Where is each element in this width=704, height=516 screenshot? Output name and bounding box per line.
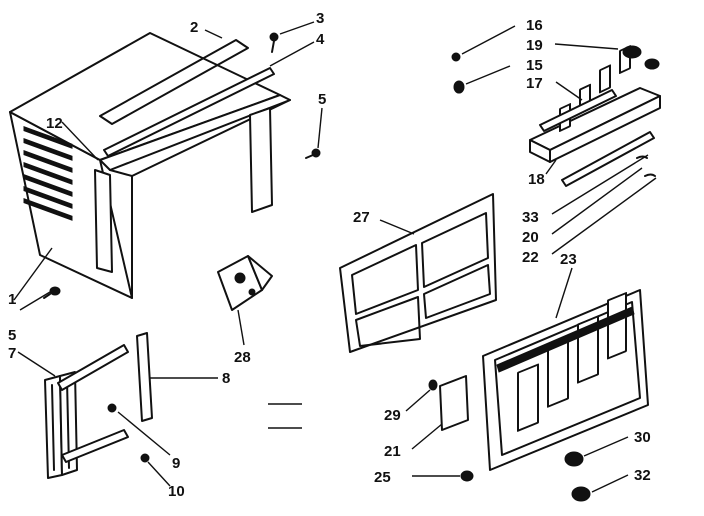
cabinet-part (9, 32, 291, 299)
callout-4: 4 (316, 31, 325, 48)
callout-25: 25 (374, 469, 391, 486)
nut-part (453, 80, 465, 94)
screw-part (428, 379, 438, 391)
callout-17: 17 (526, 75, 543, 92)
control-knob-part (564, 451, 584, 467)
screw-part (269, 32, 279, 53)
screw-part (107, 403, 117, 413)
callout-3: 3 (316, 10, 324, 27)
screw-part (305, 148, 321, 159)
callout-9: 9 (172, 455, 180, 472)
side-curtain-part (44, 344, 129, 479)
control-knob-part (571, 486, 591, 502)
callout-10: 10 (168, 483, 185, 500)
callout-16: 16 (526, 17, 543, 34)
access-plate-part (439, 375, 469, 431)
callout-8: 8 (222, 370, 230, 387)
callout-15: 15 (526, 57, 543, 74)
callout-7: 7 (8, 345, 16, 362)
callout-21: 21 (384, 443, 401, 460)
louver-bar-part (539, 89, 617, 132)
callout-22: 22 (522, 249, 539, 266)
callout-27: 27 (353, 209, 370, 226)
callout-19: 19 (526, 37, 543, 54)
screw-part (43, 286, 61, 299)
callout-32: 32 (634, 467, 651, 484)
screw-part (140, 453, 150, 463)
screw-part (460, 470, 474, 482)
damper-rod-part (561, 131, 655, 187)
screw-part (451, 52, 461, 62)
side-rail-part (136, 332, 153, 422)
knob-part (622, 45, 660, 70)
callout-29: 29 (384, 407, 401, 424)
bracket-part (217, 255, 273, 311)
callout-30: 30 (634, 429, 651, 446)
leader-lines (13, 21, 657, 493)
spring-part (636, 155, 656, 177)
callout-1: 1 (8, 291, 16, 308)
callout-20: 20 (522, 229, 539, 246)
seal-strip-part (99, 39, 249, 125)
callout-33: 33 (522, 209, 539, 226)
front-panel-part (482, 289, 649, 471)
callout-28: 28 (234, 349, 251, 366)
rail-part (103, 67, 275, 157)
callout-18: 18 (528, 171, 545, 188)
callout-12: 12 (46, 115, 63, 132)
cabinet-grille (23, 126, 73, 221)
louver-assembly-part (529, 45, 661, 163)
callout-5-bottom: 5 (8, 327, 16, 344)
callout-23: 23 (560, 251, 577, 268)
callout-5-top: 5 (318, 91, 326, 108)
callout-2: 2 (190, 19, 198, 36)
filter-part (339, 193, 497, 353)
